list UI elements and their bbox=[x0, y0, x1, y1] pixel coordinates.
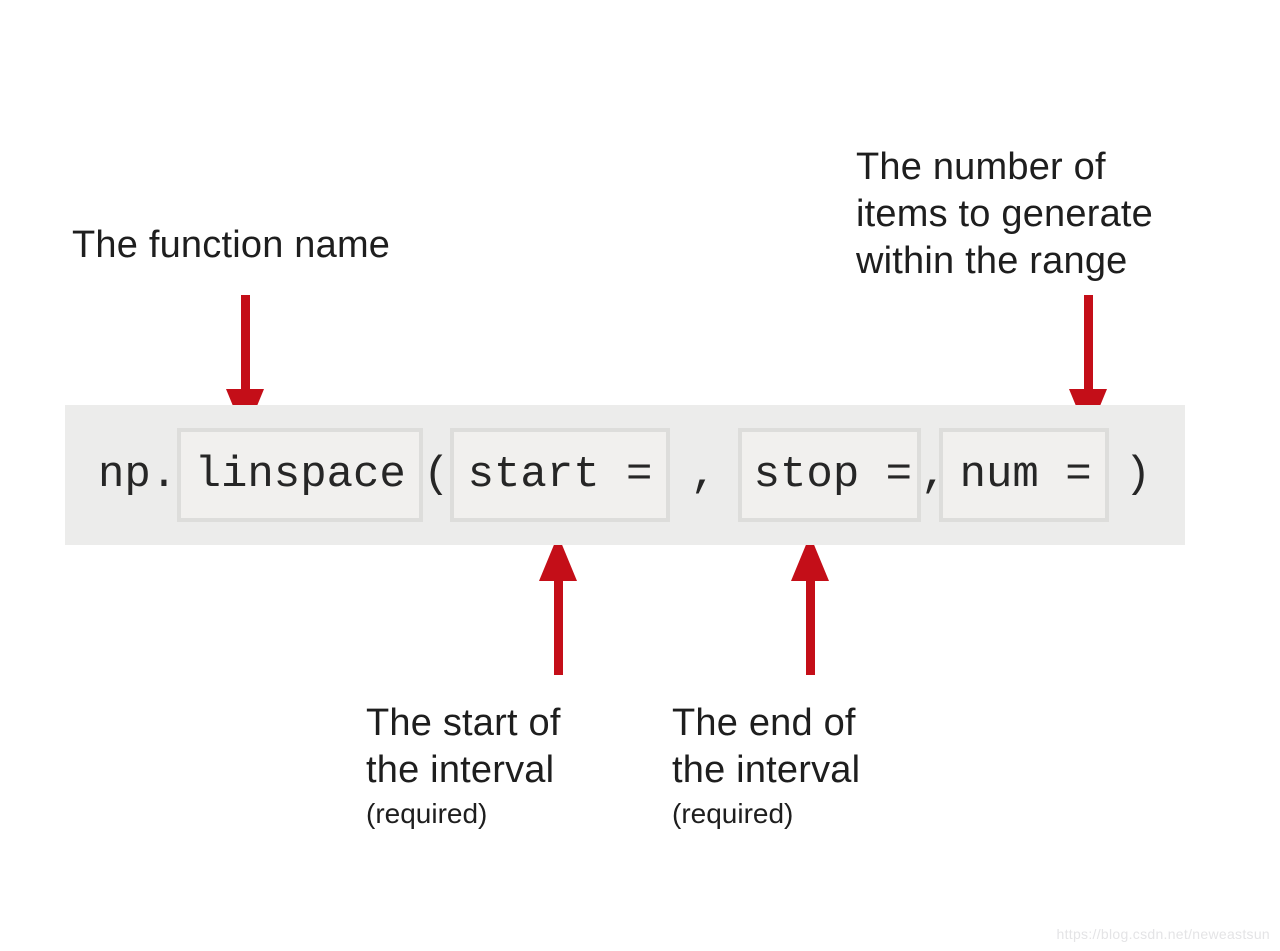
code-arg-start: start = bbox=[467, 450, 653, 500]
start-arrow-icon bbox=[539, 535, 577, 675]
code-comma-1: , bbox=[690, 450, 717, 500]
start-label-line2: the interval bbox=[366, 749, 555, 791]
code-open-paren: ( bbox=[423, 450, 450, 500]
arrow-shaft bbox=[240, 295, 250, 389]
end-label-line1: The end of bbox=[672, 702, 856, 744]
code-function-name: linspace bbox=[194, 450, 406, 500]
code-start-box: start = bbox=[449, 428, 670, 522]
code-band: np. linspace ( start = , stop = , num = … bbox=[65, 405, 1185, 545]
arrow-shaft bbox=[805, 581, 815, 675]
end-label-line2: the interval bbox=[672, 749, 861, 791]
function-name-label-text: The function name bbox=[72, 224, 391, 266]
code-close-paren: ) bbox=[1124, 450, 1152, 500]
num-items-label: The number of items to generate within t… bbox=[856, 144, 1153, 285]
arrow-shaft bbox=[1083, 295, 1093, 389]
end-label-required: (required) bbox=[672, 798, 794, 829]
start-label-required: (required) bbox=[366, 798, 488, 829]
num-items-label-line3: within the range bbox=[856, 240, 1128, 282]
code-stop-box: stop = bbox=[737, 428, 921, 522]
num-items-label-line1: The number of bbox=[856, 146, 1106, 188]
num-items-label-line2: items to generate bbox=[856, 193, 1154, 235]
watermark-url: https://blog.csdn.net/neweastsun bbox=[1056, 926, 1270, 942]
start-label-line1: The start of bbox=[366, 702, 561, 744]
code-arg-stop: stop = bbox=[753, 450, 913, 500]
code-function-box: linspace bbox=[177, 428, 424, 522]
code-num-box: num = bbox=[938, 428, 1109, 522]
code-comma-2: , bbox=[920, 450, 948, 500]
end-label: The end of the interval (required) bbox=[672, 700, 860, 834]
code-prefix: np. bbox=[98, 450, 178, 500]
function-name-label: The function name bbox=[72, 222, 390, 269]
arrow-shaft bbox=[553, 581, 563, 675]
stop-arrow-icon bbox=[791, 535, 829, 675]
code-arg-num: num = bbox=[959, 450, 1092, 500]
start-label: The start of the interval (required) bbox=[366, 700, 561, 834]
